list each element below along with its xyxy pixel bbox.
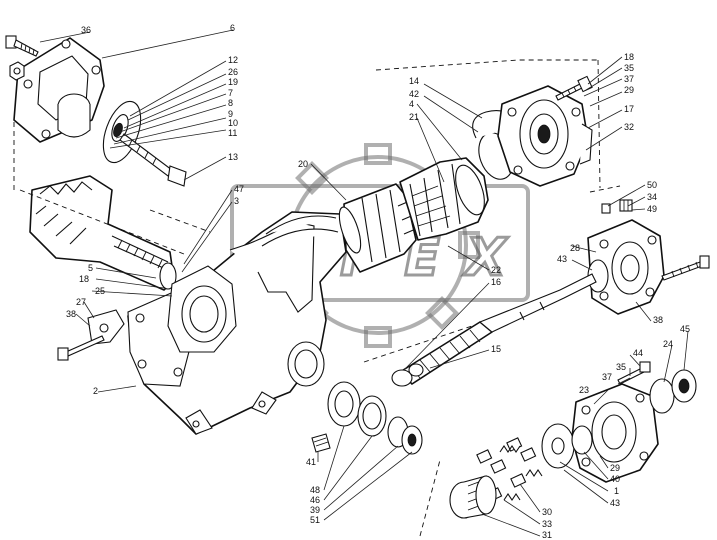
callout-50: 50 [647, 180, 657, 190]
callout-45: 45 [680, 324, 690, 334]
callout-14: 14 [409, 76, 419, 86]
leader-lines [39, 29, 689, 537]
callout-2: 2 [93, 386, 98, 396]
callout-20: 20 [298, 159, 308, 169]
callout-24: 24 [663, 339, 673, 349]
callout-38-right: 38 [653, 315, 663, 325]
piston-rack [338, 183, 419, 273]
callout-11: 11 [228, 128, 237, 138]
callout-31: 31 [542, 530, 552, 540]
spool-sleeve [449, 475, 497, 519]
callout-37-bottom: 37 [602, 372, 612, 382]
valve-housing-bolt [555, 75, 593, 101]
callout-29-top: 29 [624, 85, 634, 95]
callout-4: 4 [409, 99, 414, 109]
callout-13: 13 [228, 152, 238, 162]
callout-23: 23 [579, 385, 589, 395]
callout-37-top: 37 [624, 74, 634, 84]
side-cover [587, 219, 665, 315]
steering-gear-housing [127, 211, 347, 435]
side-cover-bolt [661, 255, 710, 281]
callout-34: 34 [647, 192, 657, 202]
side-cover-plug [601, 199, 633, 214]
callout-29-bottom: 29 [610, 463, 620, 473]
callout-43-mid: 43 [557, 254, 567, 264]
callout-36-top: 36 [81, 25, 91, 35]
callout-3: 3 [234, 196, 239, 206]
drain-plug [311, 433, 331, 453]
callout-47: 47 [234, 184, 244, 194]
callout-12: 12 [228, 55, 238, 65]
callout-15: 15 [491, 344, 501, 354]
mounting-bracket [57, 309, 125, 361]
ball-screw-nut [399, 110, 519, 241]
callout-27: 27 [76, 297, 86, 307]
callout-51: 51 [310, 515, 320, 525]
callout-35-top: 35 [624, 63, 634, 73]
callout-26: 26 [228, 67, 238, 77]
callout-43-bottom: 43 [610, 498, 620, 508]
end-cover [571, 369, 697, 483]
callout-21: 21 [409, 112, 419, 122]
callout-9: 9 [228, 109, 233, 119]
callout-16: 16 [491, 277, 501, 287]
input-shaft [391, 273, 597, 387]
top-cover-flange [13, 37, 105, 143]
callout-8: 8 [228, 98, 233, 108]
callout-49: 49 [647, 204, 657, 214]
callout-18-left: 18 [79, 274, 89, 284]
callout-1: 1 [614, 486, 619, 496]
callout-18-right: 18 [624, 52, 634, 62]
seal-ring-stack [327, 381, 423, 455]
callout-44: 44 [633, 348, 643, 358]
callout-33: 33 [542, 519, 552, 529]
callout-28: 28 [570, 243, 580, 253]
pinion-shaft [29, 175, 177, 291]
callout-41: 41 [306, 457, 316, 467]
callout-39: 39 [310, 505, 320, 515]
callout-labels: 36 6 12 26 19 7 8 9 10 11 13 14 42 4 21 … [66, 23, 690, 540]
callout-48: 48 [310, 485, 320, 495]
callout-40: 40 [610, 474, 620, 484]
callout-22: 22 [491, 265, 501, 275]
callout-17: 17 [624, 104, 634, 114]
callout-30: 30 [542, 507, 552, 517]
callout-46: 46 [310, 495, 320, 505]
callout-42: 42 [409, 89, 419, 99]
callout-25: 25 [95, 286, 105, 296]
cover-bolt [5, 35, 39, 81]
valve-housing [497, 85, 593, 187]
callout-38-left: 38 [66, 309, 76, 319]
callout-5: 5 [88, 263, 93, 273]
callout-32: 32 [624, 122, 634, 132]
parts [5, 35, 710, 537]
callout-10: 10 [228, 118, 238, 128]
callout-19: 19 [228, 77, 238, 87]
end-cover-bolt [617, 361, 651, 385]
callout-7: 7 [228, 88, 233, 98]
callout-6: 6 [230, 23, 235, 33]
callout-35-bottom: 35 [616, 362, 626, 372]
pressure-disc [541, 423, 593, 469]
